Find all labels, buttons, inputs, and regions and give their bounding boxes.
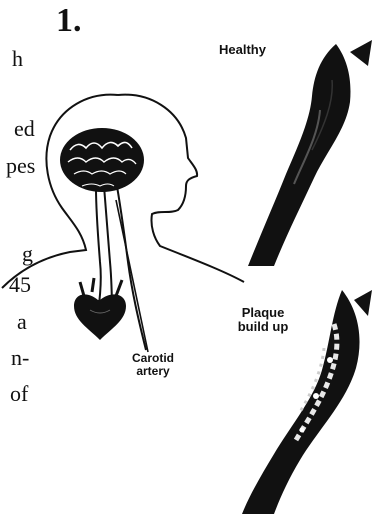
- carotid-label-line-1: Carotid: [129, 352, 177, 365]
- artery-plaque-icon: [236, 284, 373, 515]
- brain-icon: [60, 128, 144, 192]
- head-silhouette-icon: [2, 95, 244, 288]
- artery-healthy-icon: [240, 40, 373, 270]
- carotid-pointer-line: [116, 200, 148, 352]
- carotid-artery-label: Carotid artery: [129, 352, 177, 377]
- carotid-label-line-2: artery: [129, 365, 177, 378]
